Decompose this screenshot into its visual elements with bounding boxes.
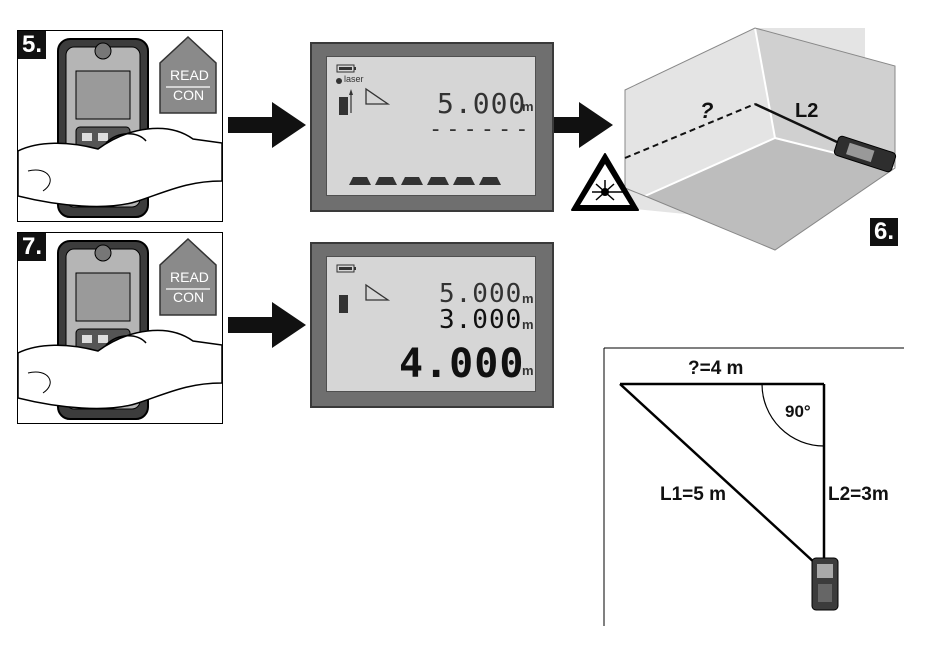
display1-unit: m — [522, 99, 534, 114]
lcd-screen-2: 5.000 m 3.000 m 4.000 m — [326, 256, 536, 392]
laser-warning-icon — [570, 152, 640, 214]
lcd-display-1: laser 5.000 m ------ — [310, 42, 554, 212]
triangle-mode-icon — [365, 87, 389, 105]
laser-indicator-icon — [335, 77, 343, 85]
battery-icon — [337, 65, 357, 73]
display2-value2: 3.000 — [439, 305, 522, 335]
laser-indicator-text: laser — [344, 74, 364, 84]
battery-icon — [337, 265, 357, 273]
room-l2-label: L2 — [795, 100, 818, 123]
device-reference-icon — [339, 89, 353, 115]
step6-label: 6. — [870, 218, 898, 246]
step5-panel: 5. READ CON — [17, 30, 223, 222]
triangle-hyp-label: L1=5 m — [660, 484, 726, 506]
device-reference-icon — [339, 287, 353, 313]
display2-unit1: m — [522, 291, 534, 306]
triangle-side-label: L2=3m — [828, 484, 889, 506]
badge-read-text: READ — [170, 269, 209, 285]
room-unknown-label: ? — [700, 98, 713, 124]
badge-read-text: READ — [170, 67, 209, 83]
display2-result: 4.000 — [399, 341, 524, 387]
badge-con-text: CON — [173, 87, 204, 103]
display2-result-unit: m — [522, 363, 534, 378]
segment-bar-icon — [349, 175, 529, 187]
display1-value: 5.000 — [437, 87, 526, 120]
lcd-display-2: 5.000 m 3.000 m 4.000 m — [310, 242, 554, 408]
triangle-angle-label: 90° — [785, 402, 811, 422]
triangle-top-label: ?=4 m — [688, 358, 743, 380]
step7-panel: 7. READ CON — [17, 232, 223, 424]
display2-unit2: m — [522, 317, 534, 332]
badge-con-text: CON — [173, 289, 204, 305]
display1-dashes: ------ — [429, 117, 532, 142]
arrow-right-icon — [228, 100, 308, 150]
lcd-screen-1: laser 5.000 m ------ — [326, 56, 536, 196]
triangle-mode-icon — [365, 283, 389, 301]
arrow-right-icon — [228, 300, 308, 350]
